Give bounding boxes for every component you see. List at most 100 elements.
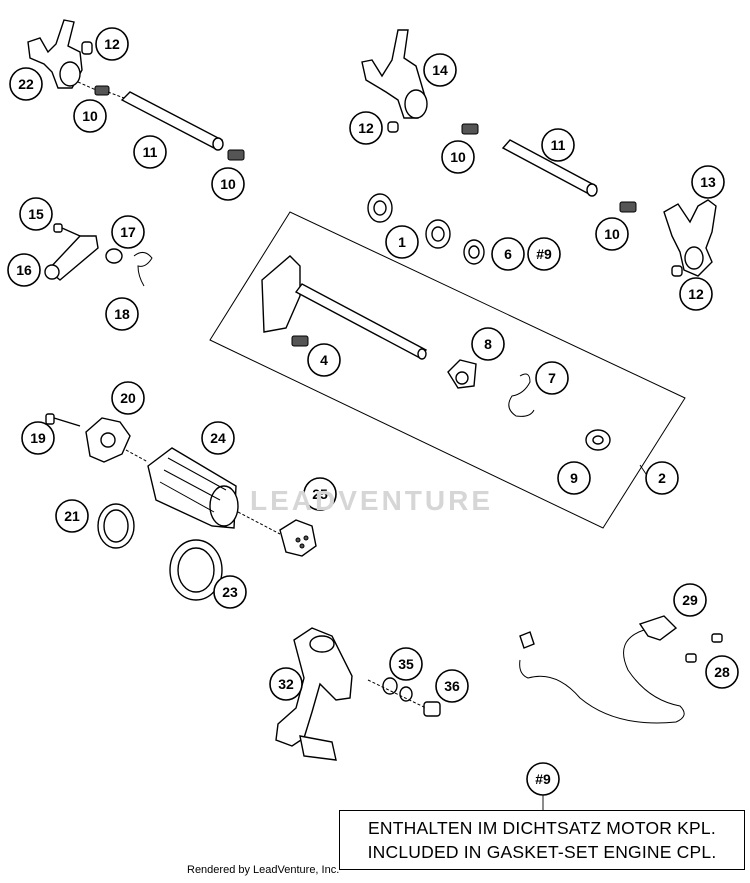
- callout-7: 7: [535, 361, 569, 395]
- callout-1: 1: [385, 225, 419, 259]
- callout-10: 10: [595, 217, 629, 251]
- guide-pin: [387, 121, 399, 133]
- shift-drum-24: [147, 447, 239, 529]
- spring-left-top: [94, 85, 110, 96]
- screw-15: [53, 223, 81, 237]
- needle-bearing-1: [367, 193, 393, 223]
- svg-text:19: 19: [30, 430, 46, 446]
- fork-shaft-left: [120, 91, 224, 151]
- sensor-plug-25: [279, 519, 317, 557]
- callout-28: 28: [705, 655, 739, 689]
- shaft-seal-ring: [463, 239, 485, 265]
- callout-10: 10: [441, 140, 475, 174]
- callout-36: 36: [435, 669, 469, 703]
- locking-lever: [44, 235, 99, 281]
- spring-4: [291, 335, 309, 347]
- shift-star-20: [85, 417, 131, 463]
- callout-11: 11: [541, 128, 575, 162]
- callout-17: 17: [111, 215, 145, 249]
- svg-text:#9: #9: [536, 246, 552, 262]
- svg-text:36: 36: [444, 678, 460, 694]
- torsion-spring-7: [508, 373, 535, 417]
- bushing-17: [105, 248, 123, 264]
- callout-25: 25: [303, 477, 337, 511]
- svg-text:12: 12: [358, 120, 374, 136]
- svg-text:12: 12: [104, 36, 120, 52]
- callout-12: 12: [349, 111, 383, 145]
- svg-text:14: 14: [432, 62, 448, 78]
- callout-24: 24: [201, 421, 235, 455]
- guide-pin: [81, 41, 93, 55]
- shift-fork-right-upper: [361, 29, 428, 119]
- shift-lever-32: [275, 627, 353, 761]
- svg-text:11: 11: [143, 144, 158, 160]
- svg-text:11: 11: [551, 137, 566, 153]
- stop-plate-8: [447, 359, 477, 389]
- shift-shaft: [261, 255, 428, 360]
- svg-text:6: 6: [504, 246, 512, 262]
- svg-text:25: 25: [312, 486, 328, 502]
- svg-text:10: 10: [82, 108, 98, 124]
- guide-pin: [671, 265, 683, 277]
- bearing-21: [97, 503, 135, 549]
- callout-13: 13: [691, 165, 725, 199]
- callout-15: 15: [19, 197, 53, 231]
- callout-32: 32: [269, 667, 303, 701]
- svg-text:16: 16: [16, 262, 32, 278]
- callout-6: 6: [491, 237, 525, 271]
- svg-text:17: 17: [120, 224, 136, 240]
- bearing-23: [169, 539, 223, 601]
- callout-23: 23: [213, 575, 247, 609]
- callout-10: 10: [211, 167, 245, 201]
- callout-2: 2: [645, 461, 679, 495]
- svg-text:4: 4: [320, 352, 328, 368]
- svg-text:24: 24: [210, 430, 226, 446]
- callout-4: 4: [307, 343, 341, 377]
- callout-ref-9: #9: [527, 237, 561, 271]
- svg-text:23: 23: [222, 584, 238, 600]
- callout-14: 14: [423, 53, 457, 87]
- svg-text:12: 12: [688, 286, 704, 302]
- callout-20: 20: [111, 381, 145, 415]
- screw-28b: [685, 653, 697, 663]
- callout-29: 29: [673, 583, 707, 617]
- shift-fork-left: [27, 19, 83, 89]
- watermark: LEADVENTURE: [250, 485, 494, 516]
- svg-text:13: 13: [700, 174, 716, 190]
- callout-11: 11: [133, 135, 167, 169]
- svg-text:2: 2: [658, 470, 666, 486]
- svg-text:10: 10: [450, 149, 466, 165]
- gasket-set-note: ENTHALTEN IM DICHTSATZ MOTOR KPL. INCLUD…: [339, 810, 745, 870]
- svg-text:7: 7: [548, 370, 556, 386]
- svg-text:28: 28: [714, 664, 730, 680]
- svg-text:32: 32: [278, 676, 294, 692]
- screw-19: [45, 413, 81, 427]
- callout-16: 16: [7, 253, 41, 287]
- callout-18: 18: [105, 297, 139, 331]
- svg-text:10: 10: [220, 176, 236, 192]
- callout-12: 12: [95, 27, 129, 61]
- assembly-group-outline: [209, 211, 686, 529]
- note-line-german: ENTHALTEN IM DICHTSATZ MOTOR KPL.: [368, 818, 716, 838]
- callout-12: 12: [679, 277, 713, 311]
- callout-21: 21: [55, 499, 89, 533]
- callout-10: 10: [73, 99, 107, 133]
- svg-text:10: 10: [604, 226, 620, 242]
- spring-right-bottom: [619, 201, 637, 213]
- svg-text:#9: #9: [535, 771, 551, 787]
- spring-left-bottom: [227, 149, 245, 161]
- callout-35: 35: [389, 647, 423, 681]
- svg-text:21: 21: [64, 508, 80, 524]
- svg-text:29: 29: [682, 592, 698, 608]
- svg-text:1: 1: [398, 234, 406, 250]
- callout-19: 19: [21, 421, 55, 455]
- spring-right-top: [461, 123, 479, 135]
- washer-9: [585, 429, 611, 451]
- svg-text:22: 22: [18, 76, 34, 92]
- fork-shaft-right: [501, 139, 598, 197]
- svg-text:35: 35: [398, 656, 414, 672]
- svg-text:9: 9: [570, 470, 578, 486]
- bolt-36: [367, 679, 441, 717]
- render-credit: Rendered by LeadVenture, Inc.: [187, 864, 340, 876]
